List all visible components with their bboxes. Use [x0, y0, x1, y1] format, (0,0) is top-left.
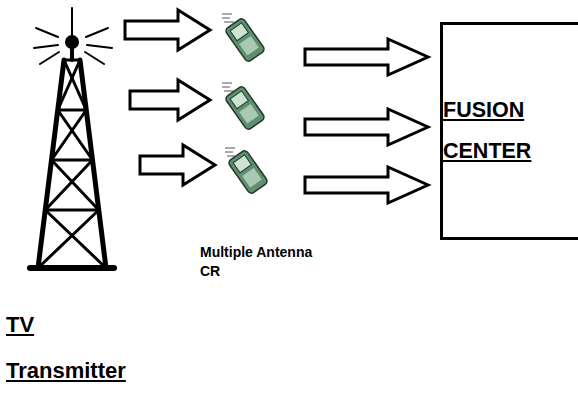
node-title: FUSION CENTER — [443, 90, 578, 172]
fusion-box: FUSION CENTER — [440, 22, 578, 240]
report-arrows — [305, 39, 428, 203]
text-group: FUSION CENTER — [443, 90, 578, 172]
tv-tower — [30, 8, 114, 268]
tower-antenna — [65, 35, 79, 49]
transmitter-label: TV Transmitter — [6, 302, 156, 394]
signal-arrows — [125, 10, 215, 185]
cr-phones — [222, 14, 268, 195]
receiver-label: Multiple Antenna CR — [200, 243, 335, 281]
